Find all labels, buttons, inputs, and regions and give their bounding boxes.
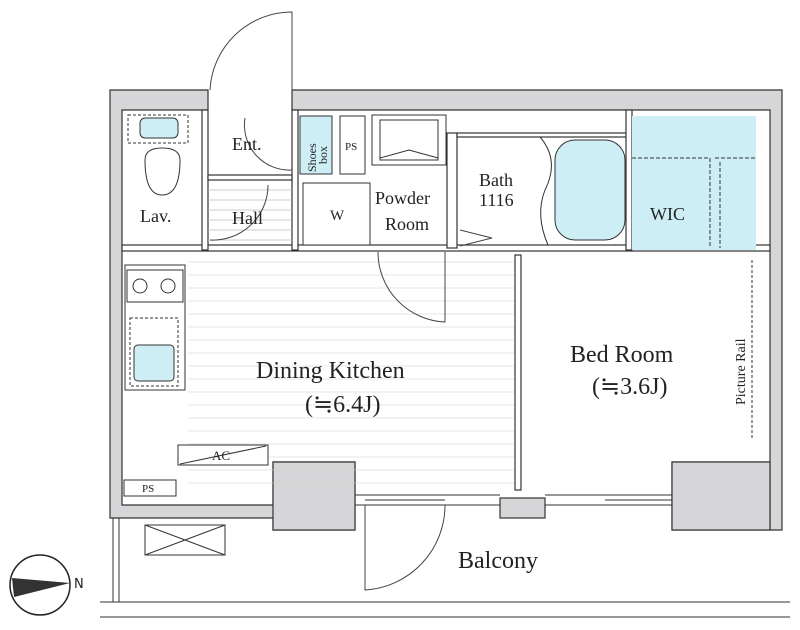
dining-flooring [188,261,514,484]
label-ac: AC [212,448,230,463]
vanity-basin-icon [379,119,439,161]
powder-door [377,251,446,323]
label-bath-2: 1116 [479,190,514,210]
compass-label: N [74,577,84,592]
ent-door [243,117,293,171]
label-ps-lower: PS [142,483,154,495]
label-bed-room-size: (≒3.6J) [592,374,667,400]
label-wic: WIC [650,204,685,224]
bath-door [459,229,493,247]
toilet-icon [144,147,181,196]
window-wall [355,494,672,506]
doors [209,11,493,591]
sink-counter [127,114,189,144]
label-dining-kitchen-size: (≒6.4J) [305,392,380,418]
balcony-door [364,504,446,591]
label-hall: Hall [232,208,263,228]
label-dining-kitchen: Dining Kitchen [256,358,405,384]
entrance-door [209,11,293,91]
label-shoes-box-1: Shoes [305,143,319,172]
north-compass-icon: N [9,554,84,616]
label-bed-room: Bed Room [570,342,674,368]
washer-space [302,182,371,246]
label-ent: Ent. [232,134,262,154]
shoes-box [299,115,333,175]
washbasin-icon [139,117,179,139]
label-powder-2: Room [385,214,429,234]
exterior-walls [109,89,783,531]
hall-door [209,184,269,241]
outdoor-unit [144,524,226,556]
label-bath-1: Bath [479,170,513,190]
pipe-space-lower [123,479,177,497]
label-picture-rail: Picture Rail [734,338,749,405]
pipe-space-upper [339,115,366,175]
bathtub-icon [554,139,626,241]
kitchen-sink-icon [133,344,175,382]
stove-icon [126,269,184,303]
label-washer: W [330,208,345,224]
label-lav: Lav. [140,206,171,226]
hall-flooring [208,189,292,241]
wic-area [632,116,756,250]
label-ps-upper: PS [345,141,357,153]
interior-walls [121,109,771,491]
label-balcony: Balcony [458,548,538,574]
label-powder-1: Powder [375,188,430,208]
label-shoes-box-2: box [316,146,330,164]
balcony-outline [100,518,790,618]
